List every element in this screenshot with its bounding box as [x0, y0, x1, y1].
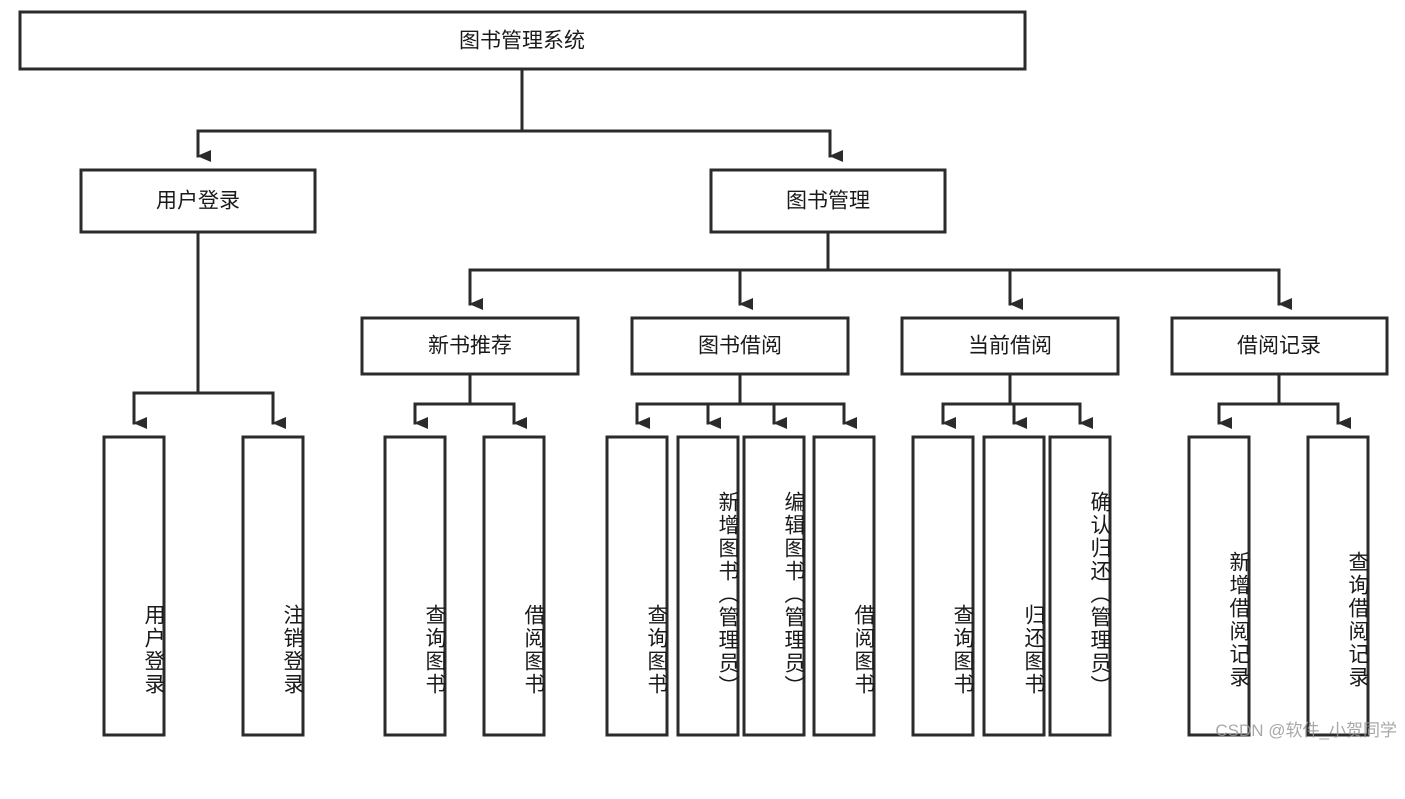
leaf-box-cb-confirm-return[interactable] [1048, 435, 1112, 737]
node-book-manage-box[interactable] [709, 168, 947, 234]
node-current-borrow-label: 当前借阅 [968, 335, 1052, 358]
leaf-box-nbr-borrow-book[interactable] [482, 435, 546, 737]
node-root[interactable]: 图书管理系统 [18, 10, 1027, 71]
node-current-borrow[interactable]: 当前借阅 [900, 316, 1120, 376]
leaf-box-br-add-record[interactable] [1187, 435, 1251, 737]
leaf-box-group [102, 435, 1370, 737]
connector-group-new-book-rec [413, 372, 527, 429]
node-borrow-record-box[interactable] [1170, 316, 1389, 376]
node-new-book-rec-label: 新书推荐 [428, 335, 512, 358]
csdn-watermark: CSDN @软件_小贺同学 [1215, 721, 1397, 740]
leaf-box-cb-return-book[interactable] [982, 435, 1046, 737]
node-new-book-rec-box[interactable] [360, 316, 580, 376]
node-root-box[interactable] [18, 10, 1027, 71]
leaf-box-logout[interactable] [241, 435, 305, 737]
leaf-box-br-query-record[interactable] [1306, 435, 1370, 737]
node-user-login[interactable]: 用户登录 [79, 168, 317, 234]
leaf-box-user-login[interactable] [102, 435, 166, 737]
leaf-box-bb-query-book[interactable] [605, 435, 669, 737]
leaf-box-nbr-query-book[interactable] [383, 435, 447, 737]
leaf-box-bb-add-book-admin[interactable] [676, 435, 740, 737]
org-chart-diagram: 图书管理系统 用户登录 图书管理 新书推荐 图书借阅 当前借阅 借阅记录 [18, 10, 1397, 740]
connector-group-borrow-record [1217, 372, 1351, 429]
node-book-borrow-box[interactable] [630, 316, 850, 376]
connector-group-root [196, 67, 843, 162]
node-borrow-record[interactable]: 借阅记录 [1170, 316, 1389, 376]
leaf-box-bb-edit-book-admin[interactable] [742, 435, 806, 737]
connector-group-book-borrow [635, 372, 857, 429]
node-user-login-box[interactable] [79, 168, 317, 234]
diagram-canvas: 图书管理系统 用户登录 图书管理 新书推荐 图书借阅 当前借阅 借阅记录 [18, 10, 1389, 737]
node-root-label: 图书管理系统 [459, 30, 585, 53]
node-user-login-label: 用户登录 [156, 190, 240, 213]
node-book-borrow[interactable]: 图书借阅 [630, 316, 850, 376]
connector-group-current-borrow [941, 372, 1093, 429]
node-new-book-rec[interactable]: 新书推荐 [360, 316, 580, 376]
leaf-box-bb-borrow-book[interactable] [812, 435, 876, 737]
connector-group-book-manage [468, 230, 1292, 310]
leaf-box-cb-query-book[interactable] [911, 435, 975, 737]
node-book-manage-label: 图书管理 [786, 190, 870, 213]
node-book-borrow-label: 图书借阅 [698, 335, 782, 358]
node-book-manage[interactable]: 图书管理 [709, 168, 947, 234]
connector-group-user-login [132, 230, 286, 429]
node-current-borrow-box[interactable] [900, 316, 1120, 376]
node-borrow-record-label: 借阅记录 [1237, 335, 1321, 358]
